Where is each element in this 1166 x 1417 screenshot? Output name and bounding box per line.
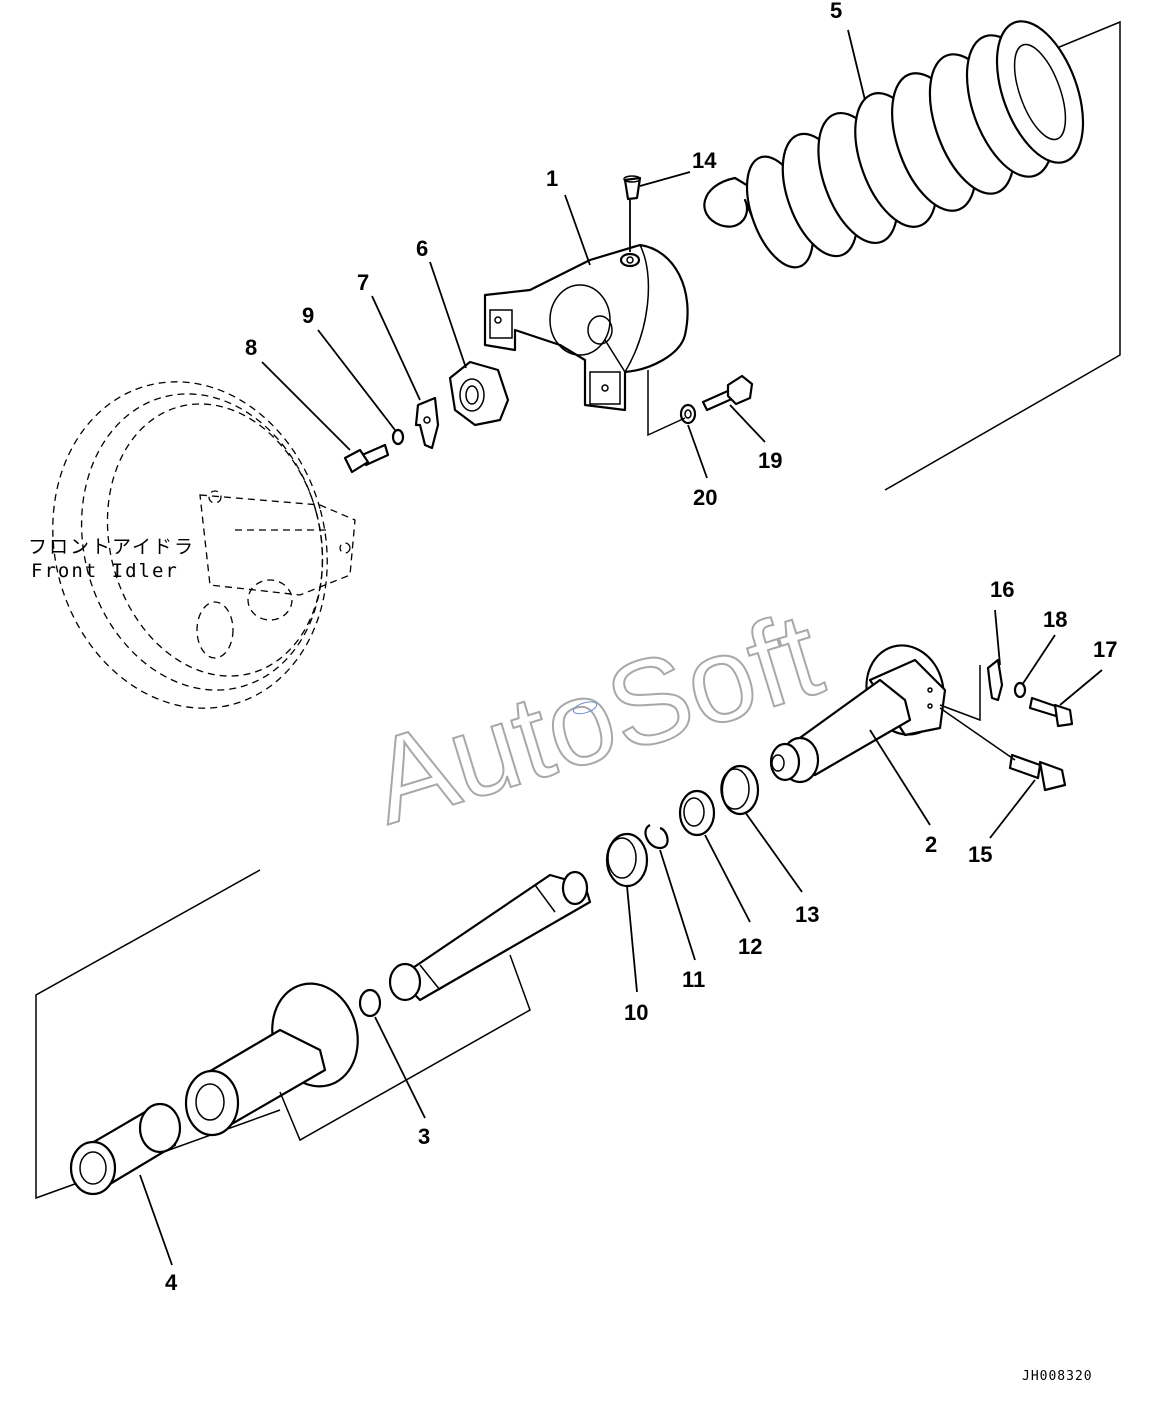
plug-part	[623, 175, 642, 201]
callout-15: 15	[968, 842, 992, 867]
bolt-19-part	[701, 374, 754, 412]
front-idler-outline	[52, 381, 356, 709]
callout-1: 1	[546, 166, 558, 191]
callout-12: 12	[738, 934, 762, 959]
rod-part	[388, 870, 592, 1002]
front-idler-label: フロントアイドラ Front Idler	[28, 536, 195, 582]
lock-plate-part	[414, 396, 440, 450]
callout-9: 9	[302, 303, 314, 328]
callout-4: 4	[165, 1270, 178, 1295]
watermark: AutoSoft	[355, 586, 836, 851]
leader-lines	[139, 29, 1103, 1266]
nut-part	[448, 360, 510, 427]
callout-10: 10	[624, 1000, 648, 1025]
document-id: JH008320	[1022, 1369, 1093, 1384]
bushing-part	[69, 1102, 182, 1196]
lock-plate-16-part	[986, 658, 1004, 702]
washer-9-part	[391, 428, 405, 446]
watermark-text: AutoSoft	[356, 587, 835, 850]
callout-7: 7	[357, 270, 369, 295]
bolt-8-part	[343, 443, 390, 474]
callout-8: 8	[245, 335, 257, 360]
ring-13-part	[720, 764, 760, 816]
yoke-part	[483, 243, 689, 412]
callout-13: 13	[795, 902, 819, 927]
cylinder-part	[769, 644, 947, 784]
oring-3-part	[358, 988, 382, 1018]
callout-20: 20	[693, 485, 717, 510]
callout-labels: 1 2 3 4 5 6 7 8 9 10 11 12 13 14 15 16 1…	[165, 0, 1117, 1295]
idler-label-english: Front Idler	[31, 560, 179, 582]
piston-part	[184, 982, 359, 1137]
bolt-17-part	[1028, 696, 1074, 728]
valve-15-part	[1008, 753, 1067, 792]
guide-line-15b	[939, 707, 1016, 761]
ring-10-part	[605, 832, 649, 888]
callout-16: 16	[990, 577, 1014, 602]
callout-6: 6	[416, 236, 428, 261]
guide-line-15	[939, 665, 981, 722]
ring-11-part	[644, 824, 669, 850]
callout-5: 5	[830, 0, 842, 23]
washer-20-part	[679, 403, 697, 425]
spring-part	[703, 20, 1085, 269]
ring-12-part	[678, 789, 716, 837]
callout-11: 11	[682, 967, 705, 992]
callout-17: 17	[1093, 637, 1117, 662]
callout-18: 18	[1043, 607, 1067, 632]
idler-label-japanese: フロントアイドラ	[28, 536, 195, 558]
callout-14: 14	[692, 148, 717, 173]
washer-18-part	[1013, 681, 1027, 699]
callout-3: 3	[418, 1124, 430, 1149]
callout-19: 19	[758, 448, 782, 473]
callout-2: 2	[925, 832, 937, 857]
